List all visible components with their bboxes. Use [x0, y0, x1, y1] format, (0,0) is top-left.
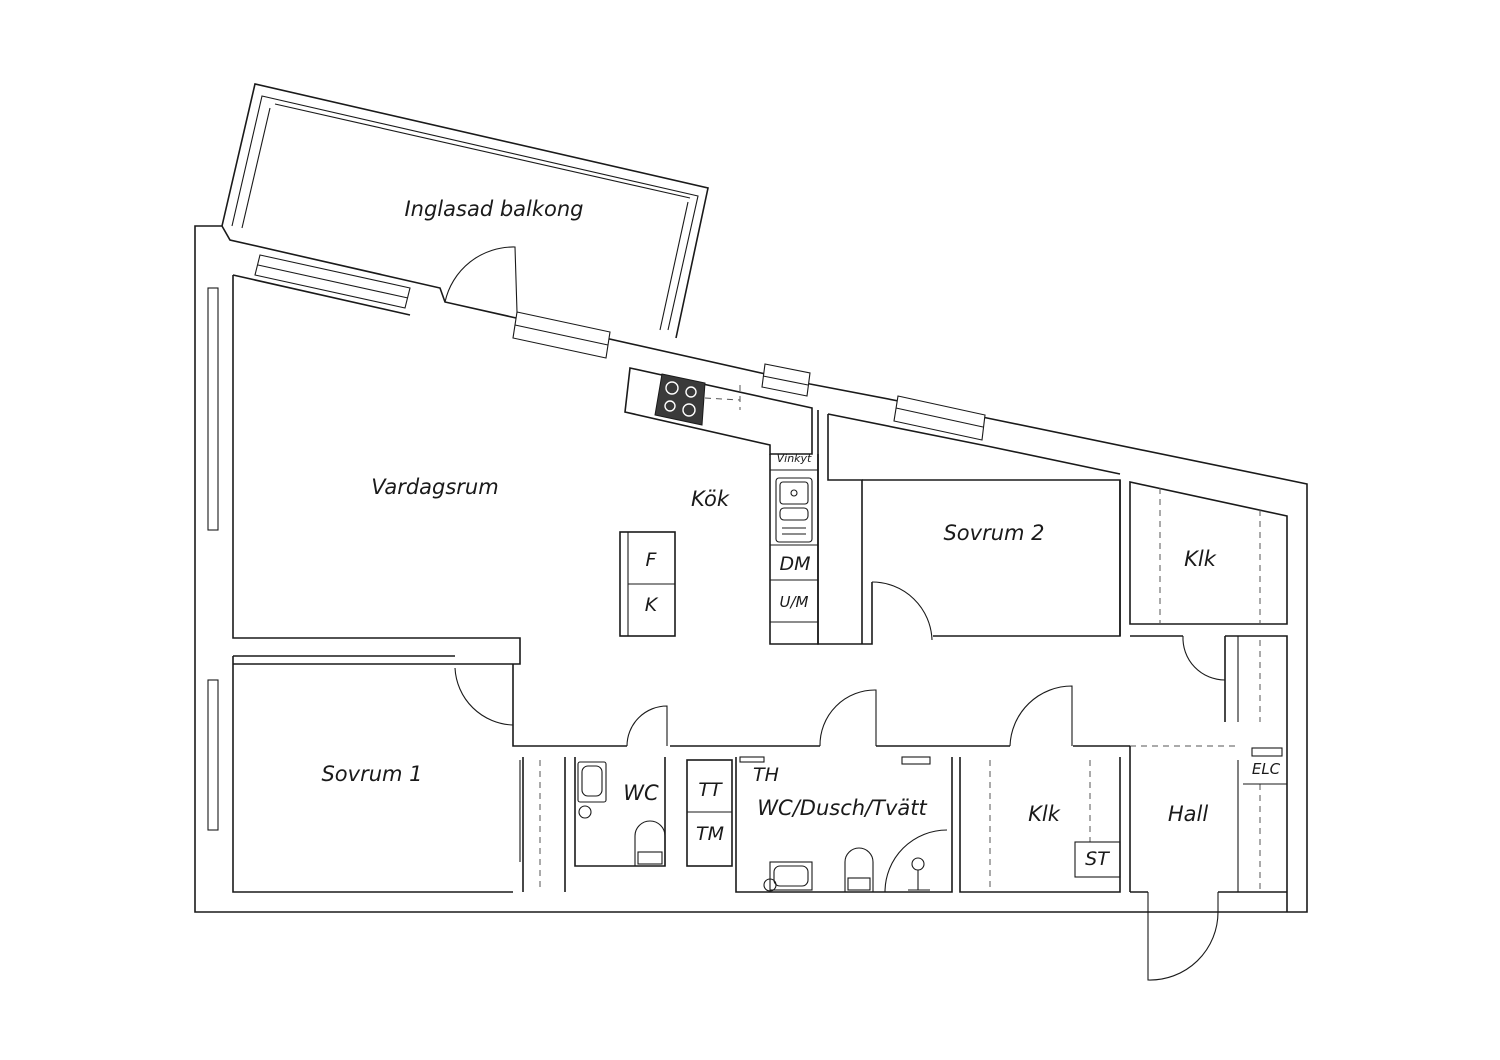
wc-toilet-icon	[634, 820, 666, 866]
fixture-label-storage: ST	[1085, 848, 1110, 870]
fixture-label-dishwasher: DM	[779, 553, 810, 575]
bath-toilet-icon	[844, 847, 874, 892]
kitchen-sink-icon	[775, 477, 813, 543]
fixture-label-drying-rack: TH	[753, 764, 779, 786]
fixture-label-dryer: TT	[698, 779, 723, 801]
interior-walls	[232, 367, 1288, 912]
room-label-wc: WC	[623, 781, 659, 805]
room-label-closet-top: Klk	[1184, 547, 1217, 571]
fixture-label-fridge: K	[645, 594, 659, 616]
room-label-closet-bottom: Klk	[1028, 802, 1061, 826]
fixture-label-corner-cabinet: Vinkyt	[777, 452, 812, 465]
fixture-label-oven: U/M	[780, 593, 809, 611]
cooktop-icon	[654, 373, 706, 426]
windows	[207, 254, 986, 831]
room-label-bathroom: WC/Dusch/Tvätt	[757, 796, 927, 820]
wc-basin-icon	[577, 761, 607, 819]
room-label-bedroom-2: Sovrum 2	[943, 521, 1044, 545]
room-label-bedroom-1: Sovrum 1	[321, 762, 422, 786]
doors	[444, 246, 1226, 981]
fixture-label-electric-cabinet: ELC	[1252, 760, 1281, 778]
room-label-balcony: Inglasad balkong	[404, 197, 583, 221]
exterior-walls	[194, 225, 1308, 913]
room-label-hall: Hall	[1168, 802, 1208, 826]
room-label-kitchen: Kök	[691, 487, 730, 511]
fixture-label-washer: TM	[696, 823, 724, 845]
bath-basin-icon	[763, 861, 813, 892]
shower-icon	[884, 829, 948, 893]
fixture-label-freezer: F	[646, 549, 658, 571]
room-label-living-room: Vardagsrum	[371, 475, 498, 499]
glazed-balcony	[221, 83, 709, 339]
